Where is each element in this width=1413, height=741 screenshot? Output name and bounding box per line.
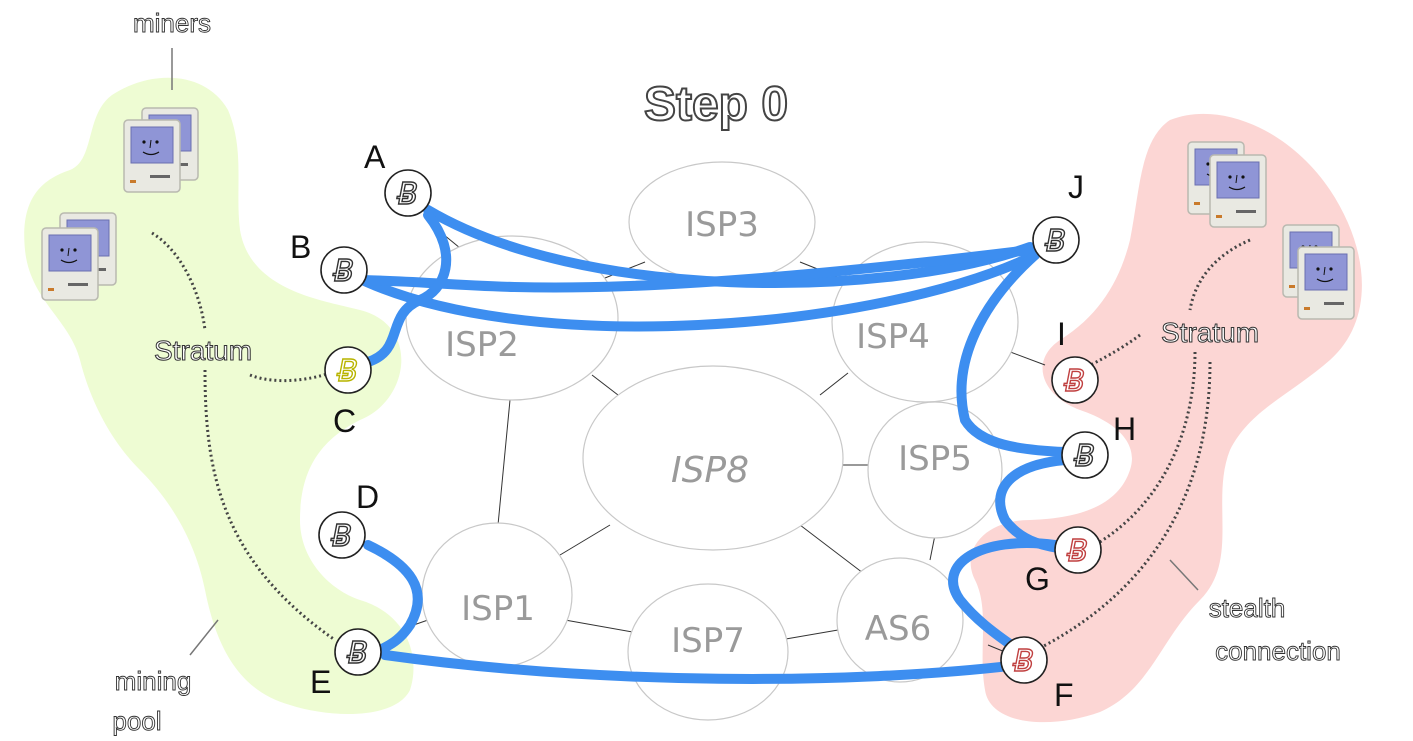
miners-label: miners	[133, 8, 211, 38]
stealth-label-2: connection	[1215, 636, 1341, 666]
peer-links	[347, 205, 1070, 684]
bitcoin-node-a: Ƀ	[384, 169, 432, 217]
bitcoin-node-e: Ƀ	[334, 628, 382, 676]
node-label-d: D	[356, 479, 379, 515]
as6-cloud	[836, 557, 964, 683]
node-label-j: J	[1068, 169, 1084, 205]
bitcoin-icon	[318, 511, 366, 559]
stratum-links	[151, 231, 1251, 650]
bitcoin-glyph: Ƀ	[1045, 224, 1067, 259]
node-label-h: H	[1113, 411, 1136, 447]
bitcoin-node-b: Ƀ	[320, 246, 368, 294]
bitcoin-node-c: Ƀ	[324, 346, 372, 394]
mining-pool-region	[24, 77, 414, 715]
mining-pool-leader	[189, 619, 219, 656]
isp3-label: ISP3	[685, 205, 759, 245]
node-label-f: F	[1054, 677, 1074, 713]
isp7-label: ISP7	[671, 621, 745, 661]
node-label-i: I	[1057, 316, 1066, 352]
bitcoin-icon	[1054, 526, 1102, 574]
bitcoin-glyph: Ƀ	[337, 354, 359, 389]
bitcoin-glyph: Ƀ	[1064, 364, 1086, 399]
node-label-b: B	[290, 229, 311, 265]
bitcoin-icon	[324, 346, 372, 394]
nodes-layer: Ƀ Ƀ Ƀ Ƀ Ƀ Ƀ Ƀ Ƀ Ƀ Ƀ	[318, 169, 1109, 684]
bitcoin-icon	[1061, 431, 1109, 479]
bitcoin-node-h: Ƀ	[1061, 431, 1109, 479]
stealth-label-1: stealth	[1209, 593, 1286, 623]
bitcoin-icon	[1032, 216, 1080, 264]
bitcoin-glyph: Ƀ	[1074, 439, 1096, 474]
bitcoin-glyph: Ƀ	[331, 519, 353, 554]
bitcoin-icon	[384, 169, 432, 217]
bitcoin-icon	[1000, 636, 1048, 684]
miner-group-right-top	[1187, 141, 1267, 228]
bitcoin-glyph: Ƀ	[1067, 534, 1089, 569]
bitcoin-glyph: Ƀ	[333, 254, 355, 289]
bitcoin-icon	[1051, 356, 1099, 404]
miner-group-left-top	[123, 107, 199, 193]
node-label-e: E	[310, 664, 331, 700]
isp8-label: ISP8	[671, 450, 749, 491]
isp4-label: ISP4	[856, 317, 930, 357]
stealth-leader	[1169, 559, 1199, 591]
mining-pool-label-1: mining	[115, 666, 192, 696]
node-label-a: A	[364, 139, 386, 175]
bitcoin-node-f: Ƀ	[1000, 636, 1048, 684]
isp5-label: ISP5	[898, 439, 972, 479]
isp1-label: ISP1	[461, 589, 535, 629]
as6-label: AS6	[865, 609, 931, 649]
isp8-cloud	[582, 365, 844, 551]
step-title: Step 0	[644, 78, 788, 131]
bitcoin-node-i: Ƀ	[1051, 356, 1099, 404]
bitcoin-glyph: Ƀ	[1013, 644, 1035, 679]
isp5-cloud	[867, 401, 1003, 539]
bitcoin-glyph: Ƀ	[397, 177, 419, 212]
bitcoin-icon	[334, 628, 382, 676]
mining-pool-label-2: pool	[112, 706, 161, 736]
node-label-g: G	[1025, 561, 1050, 597]
stratum-label-left: Stratum	[154, 335, 252, 366]
stealth-pool-region	[970, 113, 1362, 723]
node-label-c: C	[333, 403, 356, 439]
bitcoin-node-g: Ƀ	[1054, 526, 1102, 574]
bitcoin-glyph: Ƀ	[347, 636, 369, 671]
bitcoin-node-d: Ƀ	[318, 511, 366, 559]
isp7-cloud	[627, 583, 789, 721]
isp2-label: ISP2	[445, 325, 519, 365]
bitcoin-node-j: Ƀ	[1032, 216, 1080, 264]
stratum-label-right: Stratum	[1161, 317, 1259, 348]
bitcoin-icon	[320, 246, 368, 294]
